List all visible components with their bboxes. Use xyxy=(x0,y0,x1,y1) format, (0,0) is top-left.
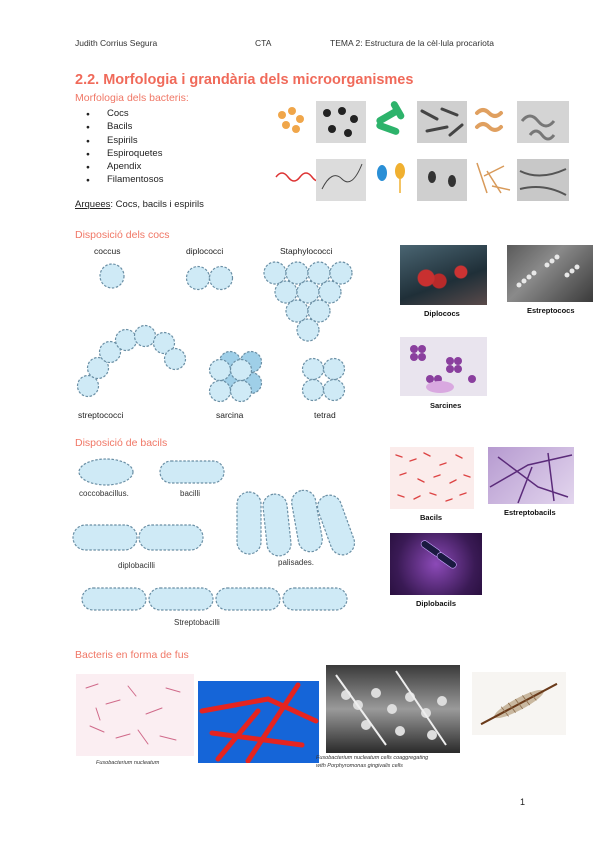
spirochete-drawing xyxy=(275,172,325,182)
header-author: Judith Corrius Segura xyxy=(75,38,158,48)
label-bacilli: bacilli xyxy=(180,489,200,498)
list-item: Cocs xyxy=(86,107,164,122)
page-number: 1 xyxy=(519,797,525,807)
list-item: Espirils xyxy=(86,134,164,149)
coaggregation-sem-photo xyxy=(326,665,460,753)
streptobacilli-photo xyxy=(488,447,574,504)
diplococcus-cell xyxy=(185,265,211,291)
header-topic: TEMA 2: Estructura de la cèl·lula procar… xyxy=(330,38,494,48)
list-item: Bacils xyxy=(86,120,164,135)
bacillus-cell xyxy=(159,460,225,484)
sarcina-photo xyxy=(400,337,487,396)
list-item: Apendix xyxy=(86,160,164,175)
fus-heading: Bacteris en forma de fus xyxy=(75,649,189,661)
label-streptobacilli: Streptobacilli xyxy=(174,618,220,627)
appendage-drawing xyxy=(377,163,405,193)
caption-coaggregation-line2: with Porphyromonas gingivalis cells xyxy=(316,763,403,769)
photo-label-diplobacils: Diplobacils xyxy=(416,599,457,608)
fusobacterium-stain-photo xyxy=(76,674,194,756)
morphology-list: Cocs Bacils Espirils Espiroquetes Apendi… xyxy=(86,107,164,188)
arquees-text: : Cocs, bacils i espirils xyxy=(110,199,204,210)
label-coccobacillus: coccobacillus. xyxy=(79,489,129,498)
photo-label-sarcines: Sarcines xyxy=(430,401,462,410)
tetrad-group xyxy=(301,357,346,402)
cocci-arrangement-diagram: .c{fill:#cfeaf6;stroke:#6a8fa5;stroke-wi… xyxy=(76,246,353,420)
sarcina-cube xyxy=(208,350,263,403)
palisades-group xyxy=(236,489,356,557)
streptococcus-photo xyxy=(507,245,593,302)
label-streptococci: streptococci xyxy=(78,410,123,420)
label-staphylococci: Staphylococci xyxy=(280,246,333,256)
streptococci-chain xyxy=(76,324,187,398)
label-diplobacilli: diplobacilli xyxy=(118,561,155,570)
coccus-cell xyxy=(99,263,125,289)
label-coccus: coccus xyxy=(94,246,120,256)
label-tetrad: tetrad xyxy=(314,410,336,420)
header-subject: CTA xyxy=(255,38,272,48)
photo-label-estreptococs: Estreptococs xyxy=(527,306,575,315)
diplococcus-cell xyxy=(208,265,234,291)
spirilla-drawing xyxy=(475,108,503,132)
streptobacilli-chain xyxy=(81,587,348,611)
spindle-object-photo xyxy=(472,672,566,735)
list-item: Espiroquetes xyxy=(86,147,164,162)
morphology-images xyxy=(272,101,572,201)
caption-fusobacterium: Fusobacterium nucleatum xyxy=(96,760,160,766)
diplobacilli-pair xyxy=(72,524,204,551)
label-palisades: palisades. xyxy=(278,558,314,567)
arquees-label: Arquees xyxy=(75,199,111,210)
filament-micrograph xyxy=(517,159,569,201)
staphylococci-cluster xyxy=(263,261,353,342)
bacilli-photo xyxy=(390,447,474,509)
spirochete-micrograph xyxy=(316,159,366,201)
photo-label-diplococs: Diplococs xyxy=(424,309,460,318)
morphology-image-grid xyxy=(275,101,569,201)
bacilli-micrograph xyxy=(417,101,467,143)
bacils-heading: Disposició de bacils xyxy=(75,437,168,449)
photo-label-estreptobacils: Estreptobacils xyxy=(504,508,556,517)
morfologia-heading: Morfologia dels bacteris: xyxy=(75,92,189,104)
label-diplococci: diplococci xyxy=(186,246,223,256)
diplobacilli-photo xyxy=(390,533,482,595)
filament-drawing xyxy=(476,162,511,194)
coccobacillus-cell xyxy=(78,458,134,486)
bacilli-arrangement-diagram: .b{fill:#cfeaf6;stroke:#6a8fa5;stroke-wi… xyxy=(72,458,356,627)
label-sarcina: sarcina xyxy=(216,410,244,420)
caption-coaggregation-line1: Fusobacterium nucleatum cells coaggregat… xyxy=(316,755,429,761)
cocs-heading: Disposició dels cocs xyxy=(75,229,170,241)
bacilli-drawing xyxy=(376,101,405,135)
photo-label-bacils: Bacils xyxy=(420,513,443,522)
diplococcus-photo xyxy=(400,245,487,305)
cocci-drawing xyxy=(278,107,304,133)
arquees-note: Arquees: Cocs, bacils i espirils xyxy=(75,199,204,210)
list-item: Filamentosos xyxy=(86,173,164,188)
page-title: 2.2. Morfologia i grandària dels microor… xyxy=(75,72,414,88)
appendage-micrograph xyxy=(417,159,467,201)
fusobacterium-sem-photo xyxy=(198,681,319,763)
